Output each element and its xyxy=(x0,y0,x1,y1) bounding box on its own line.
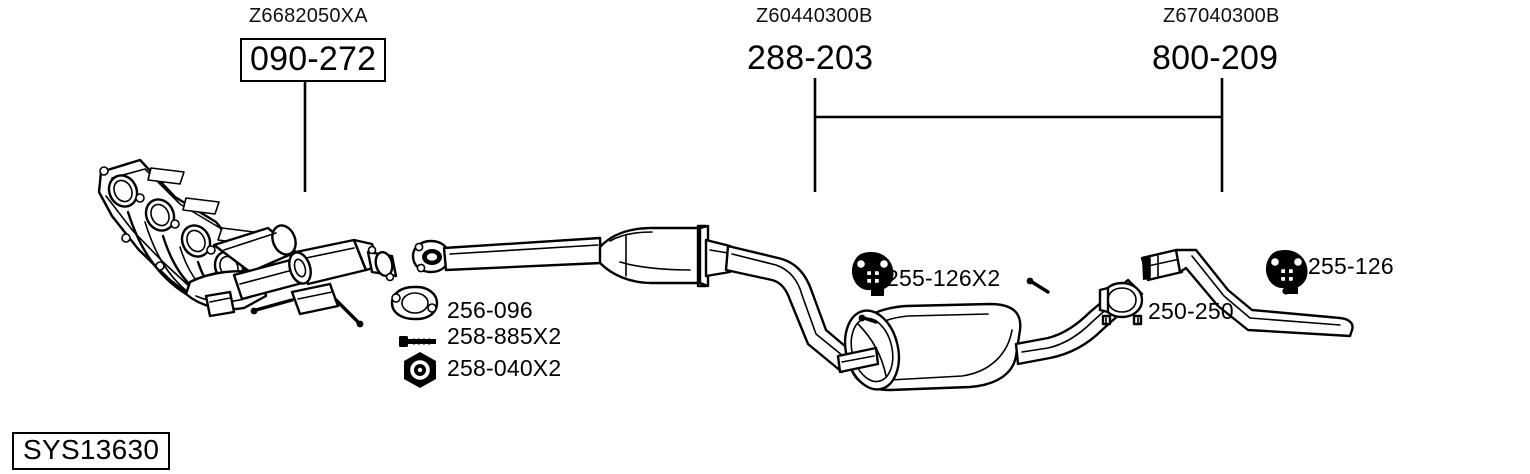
rear-silencer-inlet-stub xyxy=(836,346,880,374)
converter-support-bracket xyxy=(250,282,364,328)
hardware-label-gasket[interactable]: 256-096 xyxy=(447,297,533,323)
clamp-icon xyxy=(1098,281,1144,326)
part-number-2[interactable]: 288-203 xyxy=(747,39,874,77)
leader-lines xyxy=(303,78,1224,192)
supplier-code-3: Z67040300B xyxy=(1163,5,1280,27)
catalytic-converter-body-2 xyxy=(288,238,368,286)
hardware-label-hanger-right[interactable]: 255-126 xyxy=(1308,253,1394,279)
front-pipe-tube xyxy=(442,236,603,272)
hardware-label-bolt[interactable]: 258-885X2 xyxy=(447,323,562,349)
nut-icon xyxy=(404,352,436,388)
system-code[interactable]: SYS13630 xyxy=(12,432,171,470)
hardware-label-hanger-middle[interactable]: 255-126X2 xyxy=(886,265,1001,291)
front-pipe-inlet-flange xyxy=(411,239,451,274)
rubber-hanger-icon-right xyxy=(1265,250,1308,294)
part-front-pipe-with-resonator xyxy=(411,224,854,374)
part-exhaust-manifold-catalytic-converter xyxy=(97,158,398,328)
rear-silencer-hanger-pin-rear xyxy=(1026,277,1050,294)
resonator-body xyxy=(598,224,710,288)
front-pipe-rear-section xyxy=(724,244,854,374)
rear-silencer-hanger-pin-front xyxy=(858,314,878,324)
rubber-hanger-icon-middle xyxy=(851,252,894,296)
hardware-label-clamp[interactable]: 250-250 xyxy=(1148,298,1234,324)
part-number-1[interactable]: 090-272 xyxy=(240,38,387,82)
hardware-label-nut[interactable]: 258-040X2 xyxy=(447,355,562,381)
gasket-icon xyxy=(390,285,439,321)
part-number-3[interactable]: 800-209 xyxy=(1152,39,1279,77)
converter-outlet-flange xyxy=(352,238,398,282)
hardware-icons-left xyxy=(390,285,439,388)
bolt-icon xyxy=(399,336,436,347)
catalytic-converter-body-1 xyxy=(212,224,298,274)
tailpipe xyxy=(1174,248,1354,338)
converter-mount-foot xyxy=(204,290,236,318)
supplier-code-2: Z60440300B xyxy=(756,5,873,27)
supplier-code-1: Z6682050XA xyxy=(249,5,368,27)
